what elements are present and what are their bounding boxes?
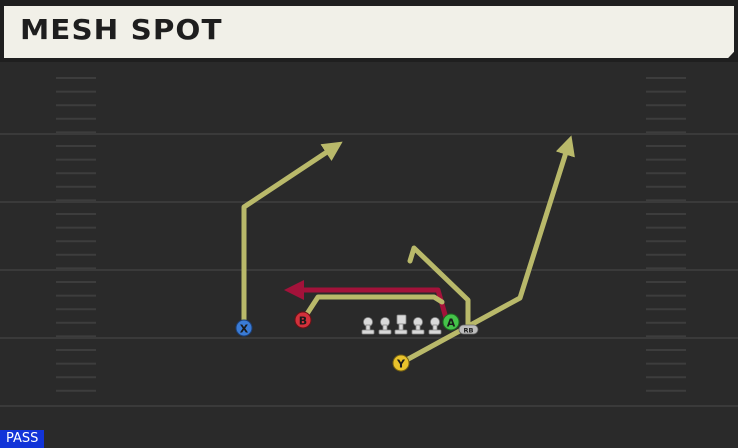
left-hash-marks [56, 77, 96, 392]
offensive-line [361, 314, 442, 335]
right-hash-marks [646, 77, 686, 392]
player-a-label: A [447, 317, 456, 330]
player-rb[interactable]: RB [458, 324, 479, 335]
a-route [300, 294, 445, 323]
player-b[interactable]: B [294, 311, 312, 329]
play-title: MESH SPOT [20, 13, 223, 46]
player-b-label: B [299, 315, 307, 328]
yard-lines [0, 133, 738, 407]
player-x[interactable]: X [235, 319, 253, 337]
lineman-rg [411, 317, 425, 335]
player-rb-label: RB [464, 327, 474, 335]
play-header: MESH SPOT [0, 0, 738, 62]
lineman-lg [378, 317, 392, 335]
lineman-lt [361, 317, 375, 335]
play-type-badge: PASS [0, 430, 45, 448]
player-y[interactable]: Y [392, 354, 410, 372]
field-surface [0, 62, 738, 448]
player-a[interactable]: A [442, 313, 460, 331]
b-route-primary [284, 280, 449, 321]
player-y-label: Y [396, 358, 406, 371]
play-field: X B A RB Y [0, 62, 738, 448]
center [394, 314, 408, 335]
lineman-rt [428, 317, 442, 335]
x-route [241, 141, 343, 329]
y-route [398, 135, 575, 366]
player-x-label: X [240, 323, 249, 336]
rb-route [407, 245, 471, 329]
title-card [4, 6, 734, 58]
